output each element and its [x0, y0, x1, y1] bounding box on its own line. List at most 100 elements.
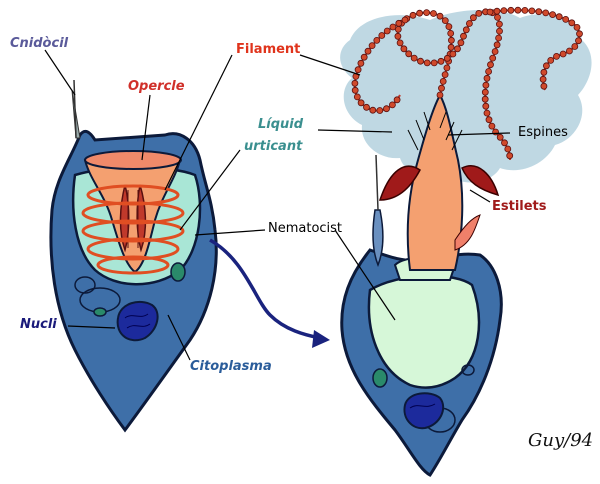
filament-bead — [540, 68, 548, 76]
filament-bead — [493, 41, 501, 49]
filament-bead — [573, 23, 581, 31]
filament-bead — [495, 20, 503, 28]
filament-bead — [562, 15, 570, 23]
filament-bead — [351, 86, 359, 94]
filament-bead — [388, 101, 396, 109]
filament-bead — [488, 122, 496, 130]
filament-bead — [445, 23, 453, 31]
filament-bead — [521, 6, 529, 14]
filament-bead — [535, 8, 543, 16]
discharged-cell — [340, 9, 581, 477]
filament-bead — [568, 19, 576, 27]
filament-bead — [395, 19, 403, 27]
filament-bead — [396, 39, 404, 47]
filament-bead — [437, 57, 445, 65]
filament-bead — [354, 66, 362, 74]
filament-bead — [443, 64, 451, 72]
filament-bead — [475, 9, 483, 17]
liquid-label-line2: urticant — [244, 139, 303, 154]
filament-label: Filament — [236, 42, 301, 57]
filament-bead — [423, 59, 431, 67]
filament-bead — [443, 54, 451, 62]
filament-bead — [576, 30, 583, 38]
filament-bead — [559, 50, 567, 58]
filament-bead — [465, 20, 473, 27]
filament-bead — [405, 50, 413, 58]
filament-bead — [491, 48, 499, 55]
filament-bead — [409, 11, 417, 19]
filament-bead — [416, 9, 424, 17]
filament-bead — [483, 109, 491, 117]
espines-label: Espines — [518, 125, 568, 140]
filament-bead — [401, 16, 409, 24]
filament-bead — [506, 152, 514, 160]
filament-bead — [496, 133, 504, 141]
filament-bead — [430, 10, 437, 17]
filament-bead — [394, 32, 402, 40]
filament-bead — [378, 32, 386, 39]
filament-bead — [483, 74, 491, 82]
filament-bead — [481, 95, 489, 103]
filament-bead — [540, 82, 548, 90]
filament-bead — [549, 11, 556, 19]
filament-bead — [447, 36, 455, 44]
filament-bead — [496, 27, 503, 35]
filament-bead — [447, 30, 455, 37]
filament-bead — [482, 102, 490, 110]
filament-bead — [457, 39, 465, 47]
filament-bead — [489, 54, 497, 62]
filament-bead — [543, 62, 550, 70]
filament-bead — [430, 59, 438, 67]
filament-bead — [353, 93, 361, 101]
filament-bead — [423, 9, 431, 17]
filament-bead — [417, 57, 424, 65]
filament-bead — [566, 47, 573, 55]
filament-bead — [495, 34, 503, 42]
filament-bead — [460, 32, 467, 40]
filament-bead — [494, 13, 501, 21]
filament-bead — [360, 53, 368, 61]
discharge-splash — [340, 9, 592, 183]
filament-bead — [547, 57, 555, 64]
filament-bead — [539, 75, 547, 83]
filament-bead — [469, 14, 477, 22]
filament-bead — [500, 7, 508, 15]
nucli-label: Nucli — [20, 317, 57, 332]
filament-bead — [389, 23, 397, 31]
filament-bead — [351, 79, 359, 87]
filament-bead — [400, 45, 408, 53]
liquid-label-line1: Líquid — [258, 117, 304, 132]
filament-bead — [462, 26, 470, 34]
filament-bead — [441, 71, 449, 78]
filament-bead — [481, 88, 489, 96]
transition-arrow — [209, 238, 330, 348]
filament-bead — [447, 43, 455, 51]
nematocist-label: Nematocist — [268, 221, 343, 236]
filament-bead — [487, 61, 494, 69]
filament-bead — [553, 53, 560, 60]
filament-bead — [383, 105, 390, 113]
filament-bead — [373, 37, 381, 44]
filament-bead — [369, 106, 377, 114]
filament-bead — [441, 17, 449, 25]
filament-bead — [501, 139, 508, 147]
filament-bead — [504, 145, 512, 153]
filament-bead — [439, 78, 447, 85]
filament-beads — [351, 6, 583, 160]
signature: Guy/94 — [528, 430, 594, 451]
filament-bead — [454, 45, 461, 53]
filament-bead — [571, 43, 579, 50]
filament-bead — [485, 116, 493, 124]
filament-bead — [368, 42, 376, 49]
filament-bead — [482, 81, 490, 89]
filament-bead — [486, 8, 494, 16]
filament-bead — [364, 47, 372, 55]
leader-lines — [44, 49, 511, 361]
filament-bead — [376, 107, 384, 114]
citoplasma-label: Citoplasma — [190, 359, 272, 374]
estilets-label: Estilets — [492, 199, 547, 214]
filament-bead — [514, 6, 522, 14]
filament-bead — [485, 68, 493, 75]
